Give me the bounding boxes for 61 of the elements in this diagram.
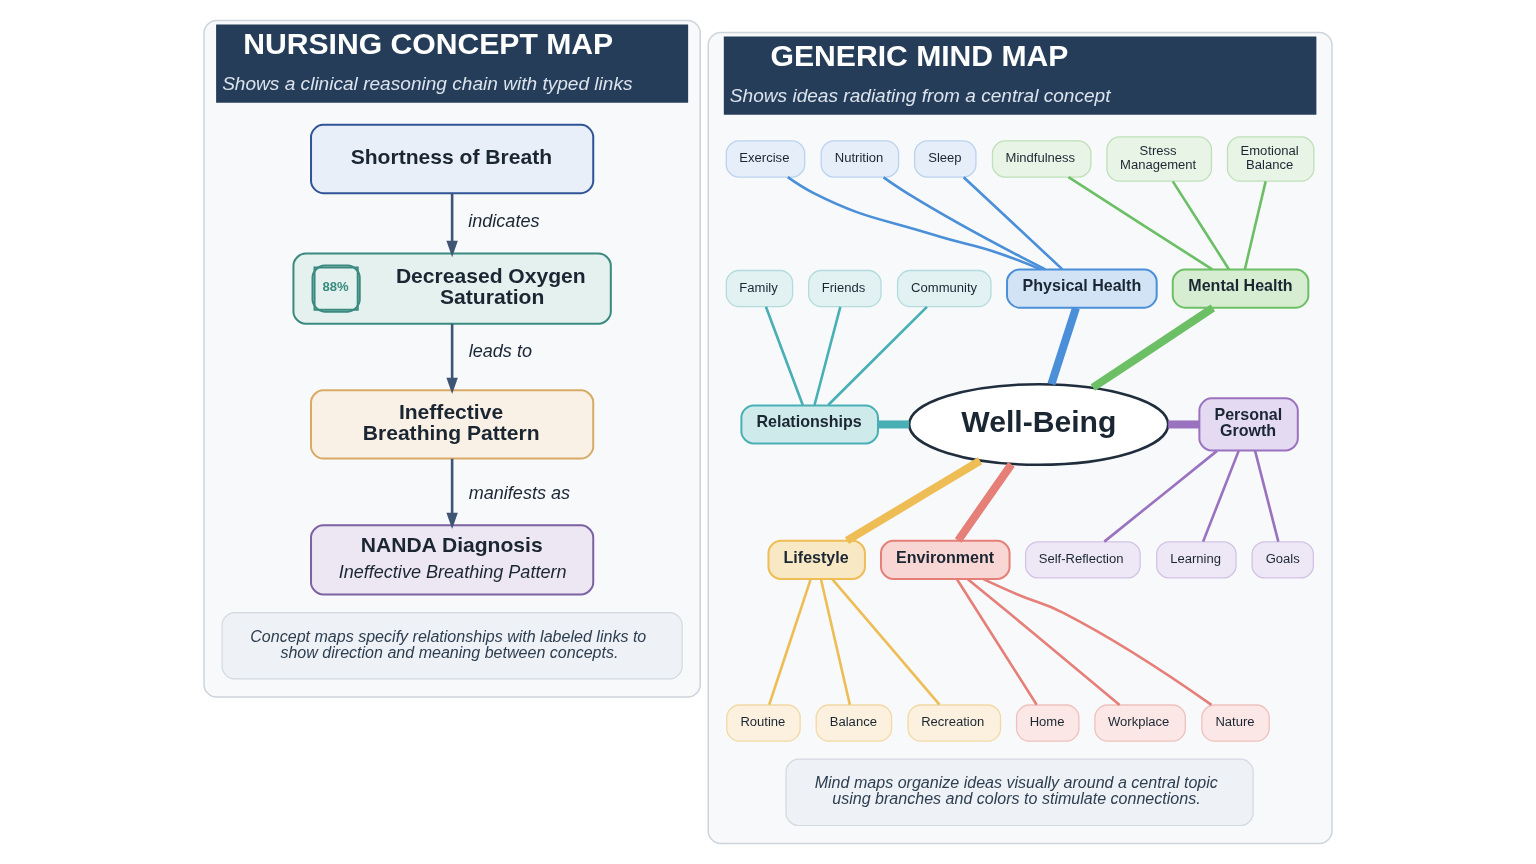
node-box: Sleep — [914, 140, 977, 178]
node-box: Nature — [1201, 704, 1270, 742]
connector — [768, 578, 812, 706]
connector — [787, 176, 1042, 271]
connector — [1103, 449, 1218, 543]
connector — [764, 306, 804, 406]
node-box: Mental Health — [1171, 268, 1310, 309]
node-box: Physical Health — [1006, 268, 1158, 309]
connector — [1090, 304, 1216, 391]
connector — [1253, 450, 1280, 542]
node-box: Routine — [726, 704, 801, 742]
node-box: 88% Decreased Oxygen Saturation — [292, 252, 612, 325]
node-box: Exercise — [725, 140, 806, 178]
connector — [882, 176, 1046, 271]
connector — [962, 176, 1064, 271]
connector — [831, 578, 941, 706]
arrow — [446, 458, 458, 529]
connector — [878, 420, 910, 429]
edge-label: manifests as — [468, 482, 571, 503]
node-ellipse: Well-Being — [907, 382, 1170, 466]
connector — [1047, 306, 1080, 386]
node-box: Community — [896, 269, 992, 308]
edge-label: indicates — [468, 210, 540, 231]
node-box: Personal Growth — [1198, 397, 1299, 452]
connector — [827, 305, 928, 406]
node-box: Self-Reflection — [1024, 541, 1141, 579]
node-box: Recreation — [907, 704, 1002, 742]
node-box: Environment — [880, 539, 1011, 580]
node-box: Nutrition — [820, 140, 900, 178]
node-box: Family — [725, 269, 794, 308]
node-box: Emotional Balance — [1226, 136, 1315, 182]
node-box: NANDA Diagnosis Ineffective Breathing Pattern — [310, 524, 595, 596]
connector — [819, 578, 852, 705]
connector — [813, 306, 842, 406]
node-box: Lifestyle — [767, 539, 866, 580]
connector — [1067, 176, 1213, 271]
node-box: Learning — [1156, 541, 1237, 579]
node-box: Concept maps specify relationships with labeled links to show direction and meaning between concepts. — [221, 612, 683, 680]
connector — [1171, 180, 1231, 271]
node-box: Mind maps organize ideas visually around a central topic using branches and colors to stimulate connections. — [785, 758, 1254, 827]
node-box: Mindfulness — [991, 140, 1092, 178]
node-box: Shortness of Breath — [310, 123, 595, 195]
node-box: Relationships — [740, 404, 879, 445]
node-box: Goals — [1251, 541, 1315, 579]
node-box: Ineffective Breathing Pattern — [310, 389, 595, 460]
node-box: Workplace — [1094, 704, 1186, 742]
arrow — [446, 193, 458, 258]
node-box: Home — [1015, 704, 1080, 742]
connector — [1201, 450, 1240, 543]
connector — [1168, 420, 1200, 429]
connector — [955, 578, 1038, 706]
node-box: Friends — [808, 269, 882, 308]
connector — [1243, 181, 1267, 270]
node-box: Balance — [815, 704, 893, 742]
arrow — [446, 324, 458, 394]
node-box: Stress Management — [1106, 136, 1213, 182]
connector — [982, 577, 1213, 706]
connector — [954, 462, 1015, 543]
connector — [966, 578, 1121, 706]
edge-label: leads to — [468, 341, 532, 362]
connector — [844, 457, 983, 545]
